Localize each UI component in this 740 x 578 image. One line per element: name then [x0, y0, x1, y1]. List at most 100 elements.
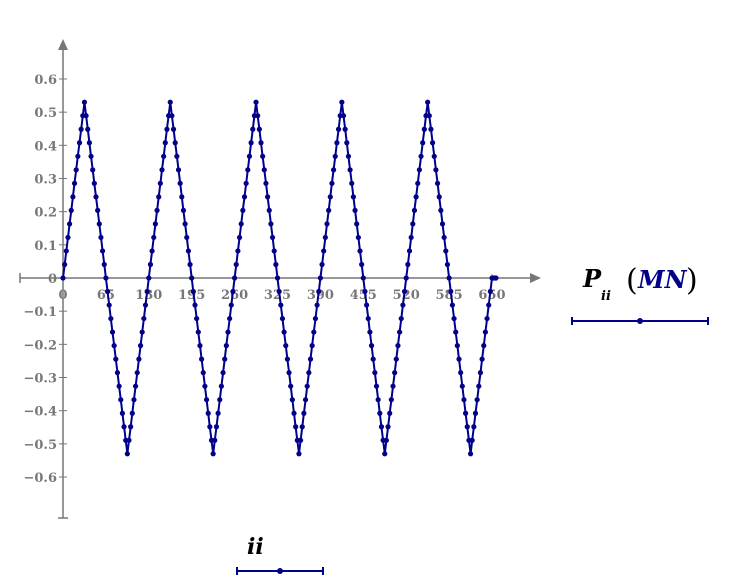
data-point — [304, 383, 310, 389]
data-point — [151, 234, 157, 241]
data-point — [309, 343, 315, 349]
data-point — [144, 288, 150, 295]
data-point — [347, 167, 353, 173]
data-point — [471, 424, 477, 430]
data-point — [187, 261, 193, 268]
data-point — [157, 180, 163, 186]
data-point — [331, 167, 337, 173]
data-point — [85, 126, 91, 132]
data-point — [60, 275, 66, 281]
data-point — [373, 383, 380, 389]
data-point — [378, 424, 385, 430]
data-point — [477, 370, 484, 376]
data-point — [134, 370, 140, 376]
data-point — [349, 180, 355, 186]
y-tick-label: −0.2 — [23, 338, 57, 353]
data-point — [350, 194, 356, 200]
data-point — [113, 356, 119, 362]
data-point — [484, 315, 490, 322]
data-point — [194, 315, 200, 322]
data-point — [364, 302, 370, 308]
data-point — [212, 437, 218, 443]
y-trace-legend[interactable] — [571, 317, 709, 325]
data-point — [81, 99, 88, 105]
data-point — [88, 153, 94, 159]
data-point — [321, 248, 327, 254]
data-point — [340, 113, 347, 119]
data-point — [218, 383, 224, 389]
data-point — [62, 261, 68, 268]
data-point — [335, 126, 342, 132]
data-point — [411, 207, 418, 213]
data-point — [493, 275, 499, 281]
y-tick-label: −0.3 — [23, 372, 57, 387]
data-point — [284, 356, 290, 362]
data-point — [202, 383, 208, 389]
data-point — [73, 167, 79, 173]
x-trace-legend[interactable] — [236, 567, 324, 575]
data-point — [236, 234, 243, 241]
data-point — [293, 424, 299, 430]
data-point — [326, 207, 332, 213]
data-point — [65, 234, 71, 241]
x-label: ii — [247, 534, 264, 560]
data-point — [355, 234, 361, 241]
data-point — [481, 343, 487, 349]
data-point — [76, 140, 83, 146]
data-point — [159, 167, 165, 173]
data-point — [261, 167, 267, 173]
data-point — [75, 153, 81, 159]
data-point — [154, 207, 160, 213]
x-tick-label: 130 — [135, 288, 162, 303]
data-point — [98, 234, 104, 241]
data-point — [316, 288, 322, 295]
data-point — [281, 329, 287, 335]
data-point — [71, 180, 78, 186]
data-point — [382, 451, 388, 457]
data-point — [124, 451, 130, 457]
x-tick-label: 455 — [350, 288, 377, 303]
data-point — [91, 180, 97, 186]
data-point — [365, 315, 371, 322]
data-series-p-ii — [60, 99, 499, 457]
data-point — [213, 424, 220, 430]
data-point — [327, 194, 333, 200]
data-point — [405, 261, 411, 268]
data-point — [430, 140, 436, 146]
data-point — [147, 261, 154, 268]
data-point — [210, 451, 216, 457]
data-point — [372, 370, 378, 376]
data-point — [428, 126, 434, 132]
data-point — [474, 397, 480, 403]
data-point — [459, 383, 465, 389]
data-point — [469, 437, 475, 443]
data-point — [245, 167, 251, 173]
x-tick-label: 0 — [58, 288, 67, 303]
data-point — [279, 315, 286, 322]
data-point — [453, 329, 459, 335]
y-tick-label: −0.6 — [23, 471, 57, 486]
data-point — [299, 424, 305, 430]
data-point — [118, 397, 124, 403]
data-point — [339, 99, 345, 105]
data-point — [177, 180, 183, 186]
data-point — [401, 288, 408, 295]
data-point — [114, 370, 121, 376]
data-point — [68, 207, 74, 213]
data-point — [463, 410, 469, 416]
data-point — [255, 113, 261, 119]
data-point — [156, 194, 162, 200]
data-point — [136, 356, 142, 362]
data-point — [162, 140, 168, 146]
data-point — [180, 207, 187, 213]
data-point — [367, 329, 373, 335]
y-label-unit: MN — [637, 265, 688, 294]
data-point — [256, 126, 262, 132]
data-point — [121, 424, 127, 430]
data-point — [230, 288, 236, 295]
data-point — [101, 261, 107, 268]
data-point — [70, 194, 76, 200]
data-point — [345, 153, 352, 159]
data-point — [375, 397, 381, 403]
x-tick-label: 390 — [307, 288, 334, 303]
